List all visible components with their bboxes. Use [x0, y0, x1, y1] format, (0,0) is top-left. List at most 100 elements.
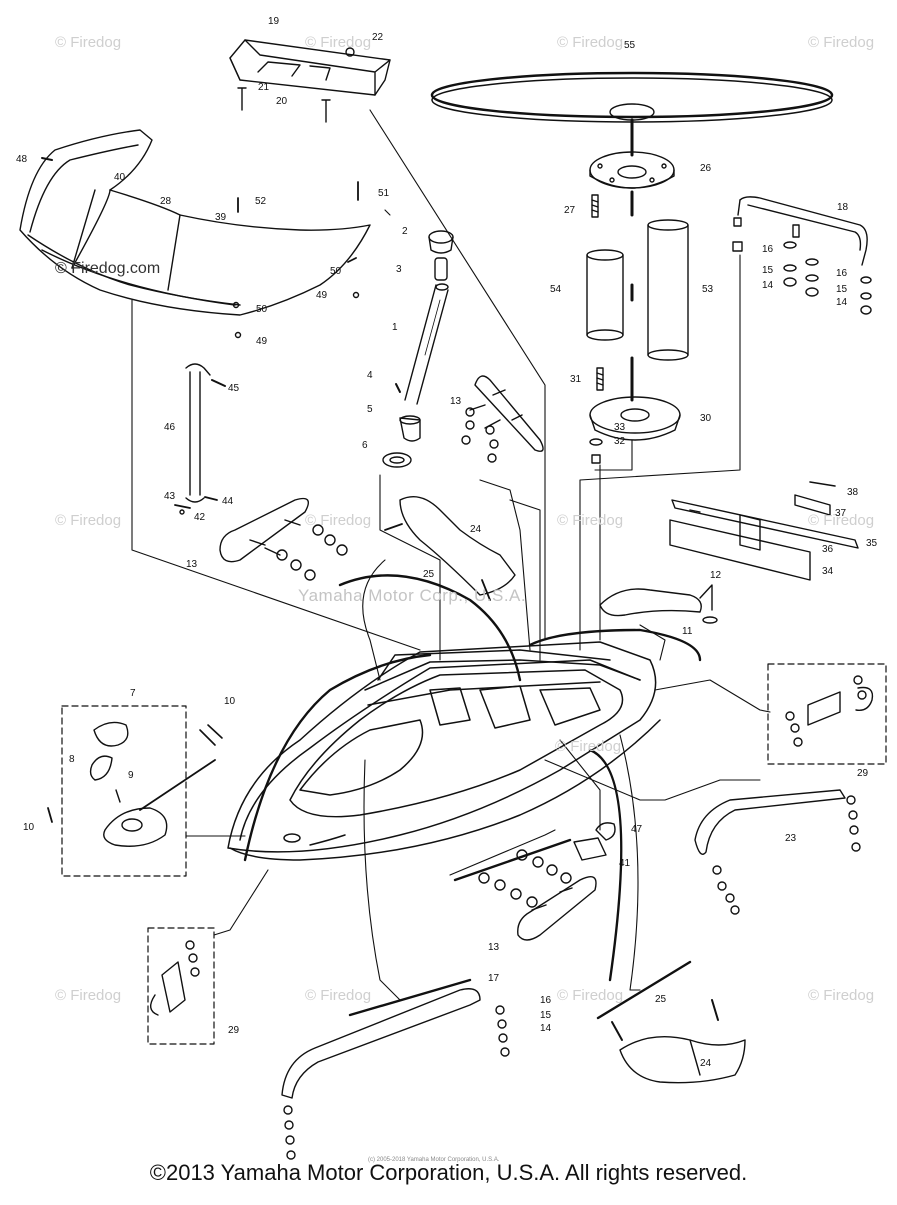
watermark: © Firedog — [808, 987, 875, 1004]
part-29-cutout-right — [767, 663, 887, 765]
callout-23: 23 — [785, 833, 797, 844]
callout-34: 34 — [822, 566, 834, 577]
callout-33: 33 — [614, 422, 626, 433]
copyright-footer: ©2013 Yamaha Motor Corporation, U.S.A. A… — [149, 1160, 748, 1185]
callout-32: 32 — [614, 436, 626, 447]
part-47-plate — [595, 822, 616, 841]
callout-43: 43 — [164, 491, 176, 502]
callout-36: 36 — [822, 544, 834, 555]
callout-18: 18 — [837, 202, 849, 213]
callout-6: 6 — [362, 440, 368, 451]
callout-51: 51 — [378, 188, 390, 199]
part-55-cover — [430, 71, 834, 123]
callout-17: 17 — [488, 973, 500, 984]
callout-14: 14 — [762, 280, 774, 291]
part-6-gasket — [382, 452, 412, 468]
callout-13: 13 — [488, 942, 500, 953]
callout-44: 44 — [222, 496, 234, 507]
part-11-clamp — [599, 584, 718, 624]
part-5-base — [399, 415, 421, 442]
part-13-cleat-upper — [461, 375, 544, 463]
part-53-cylinder — [647, 219, 689, 361]
part-13-cleat-lower — [478, 849, 597, 941]
watermark: © Firedog — [808, 512, 875, 529]
part-29-cutout-left — [147, 927, 215, 1045]
callout-21: 21 — [258, 82, 270, 93]
callout-3: 3 — [396, 264, 402, 275]
part-49-nut-2 — [234, 331, 242, 339]
watermark: © Firedog — [55, 987, 122, 1004]
callout-28: 28 — [160, 196, 172, 207]
part-50-screw — [347, 257, 357, 263]
callout-10: 10 — [23, 822, 35, 833]
firedog-logo-text: © Firedog.com — [55, 260, 161, 277]
watermark: © Firedog — [557, 987, 624, 1004]
callout-19: 19 — [268, 16, 280, 27]
part-31-screw — [596, 367, 604, 391]
part-33-washer — [589, 438, 603, 446]
part-18-rail — [732, 196, 872, 315]
part-4-screw — [395, 383, 401, 393]
part-48-screw — [41, 157, 53, 161]
callout-22: 22 — [372, 32, 384, 43]
leader-lines — [131, 109, 771, 1001]
callout-14: 14 — [836, 297, 848, 308]
callout-7: 7 — [130, 688, 136, 699]
callout-46: 46 — [164, 422, 176, 433]
callout-35: 35 — [866, 538, 878, 549]
part-41-pad — [573, 837, 607, 861]
callout-12: 12 — [710, 570, 722, 581]
callout-38: 38 — [847, 487, 859, 498]
part-23-rail — [694, 789, 861, 915]
callout-37: 37 — [835, 508, 847, 519]
callout-16: 16 — [540, 995, 552, 1006]
callout-16: 16 — [762, 244, 774, 255]
callout-50: 50 — [256, 304, 268, 315]
callout-2: 2 — [402, 226, 408, 237]
part-26-upper-base — [589, 151, 675, 189]
part-7-cutout — [47, 705, 223, 877]
reference-arcs — [243, 574, 702, 1020]
callout-26: 26 — [700, 163, 712, 174]
callout-8: 8 — [69, 754, 75, 765]
callout-10: 10 — [224, 696, 236, 707]
part-17-rail — [281, 988, 510, 1160]
callout-30: 30 — [700, 413, 712, 424]
part-54-cylinder — [586, 249, 624, 341]
part-28-windshield — [19, 129, 371, 316]
callout-52: 52 — [255, 196, 267, 207]
callout-47: 47 — [631, 824, 643, 835]
callout-25: 25 — [655, 994, 667, 1005]
callout-41: 41 — [619, 858, 631, 869]
callout-4: 4 — [367, 370, 373, 381]
part-30-lower-base — [589, 396, 681, 441]
callout-48: 48 — [16, 154, 28, 165]
part-1-pole — [404, 283, 449, 405]
callout-54: 54 — [550, 284, 562, 295]
callout-20: 20 — [276, 96, 288, 107]
part-24-bracket-lower — [611, 999, 746, 1084]
watermark: © Firedog — [305, 34, 372, 51]
callout-53: 53 — [702, 284, 714, 295]
callout-9: 9 — [128, 770, 134, 781]
callout-55: 55 — [624, 40, 636, 51]
part-2-lamp — [428, 230, 454, 254]
callout-49: 49 — [316, 290, 328, 301]
watermark: © Firedog — [305, 987, 372, 1004]
callout-13: 13 — [186, 559, 198, 570]
callout-27: 27 — [564, 205, 576, 216]
part-46-handle — [174, 363, 226, 515]
callout-13: 13 — [450, 396, 462, 407]
callout-15: 15 — [836, 284, 848, 295]
callout-11: 11 — [682, 626, 693, 637]
watermark: © Firedog — [555, 738, 622, 755]
part-19-bracket — [229, 39, 391, 96]
callout-49: 49 — [256, 336, 268, 347]
callout-1: 1 — [392, 322, 398, 333]
callout-42: 42 — [194, 512, 206, 523]
watermark: © Firedog — [55, 512, 122, 529]
tiny-copyright: (c) 2005-2018 Yamaha Motor Corporation, … — [368, 1157, 500, 1163]
watermark: © Firedog — [808, 34, 875, 51]
